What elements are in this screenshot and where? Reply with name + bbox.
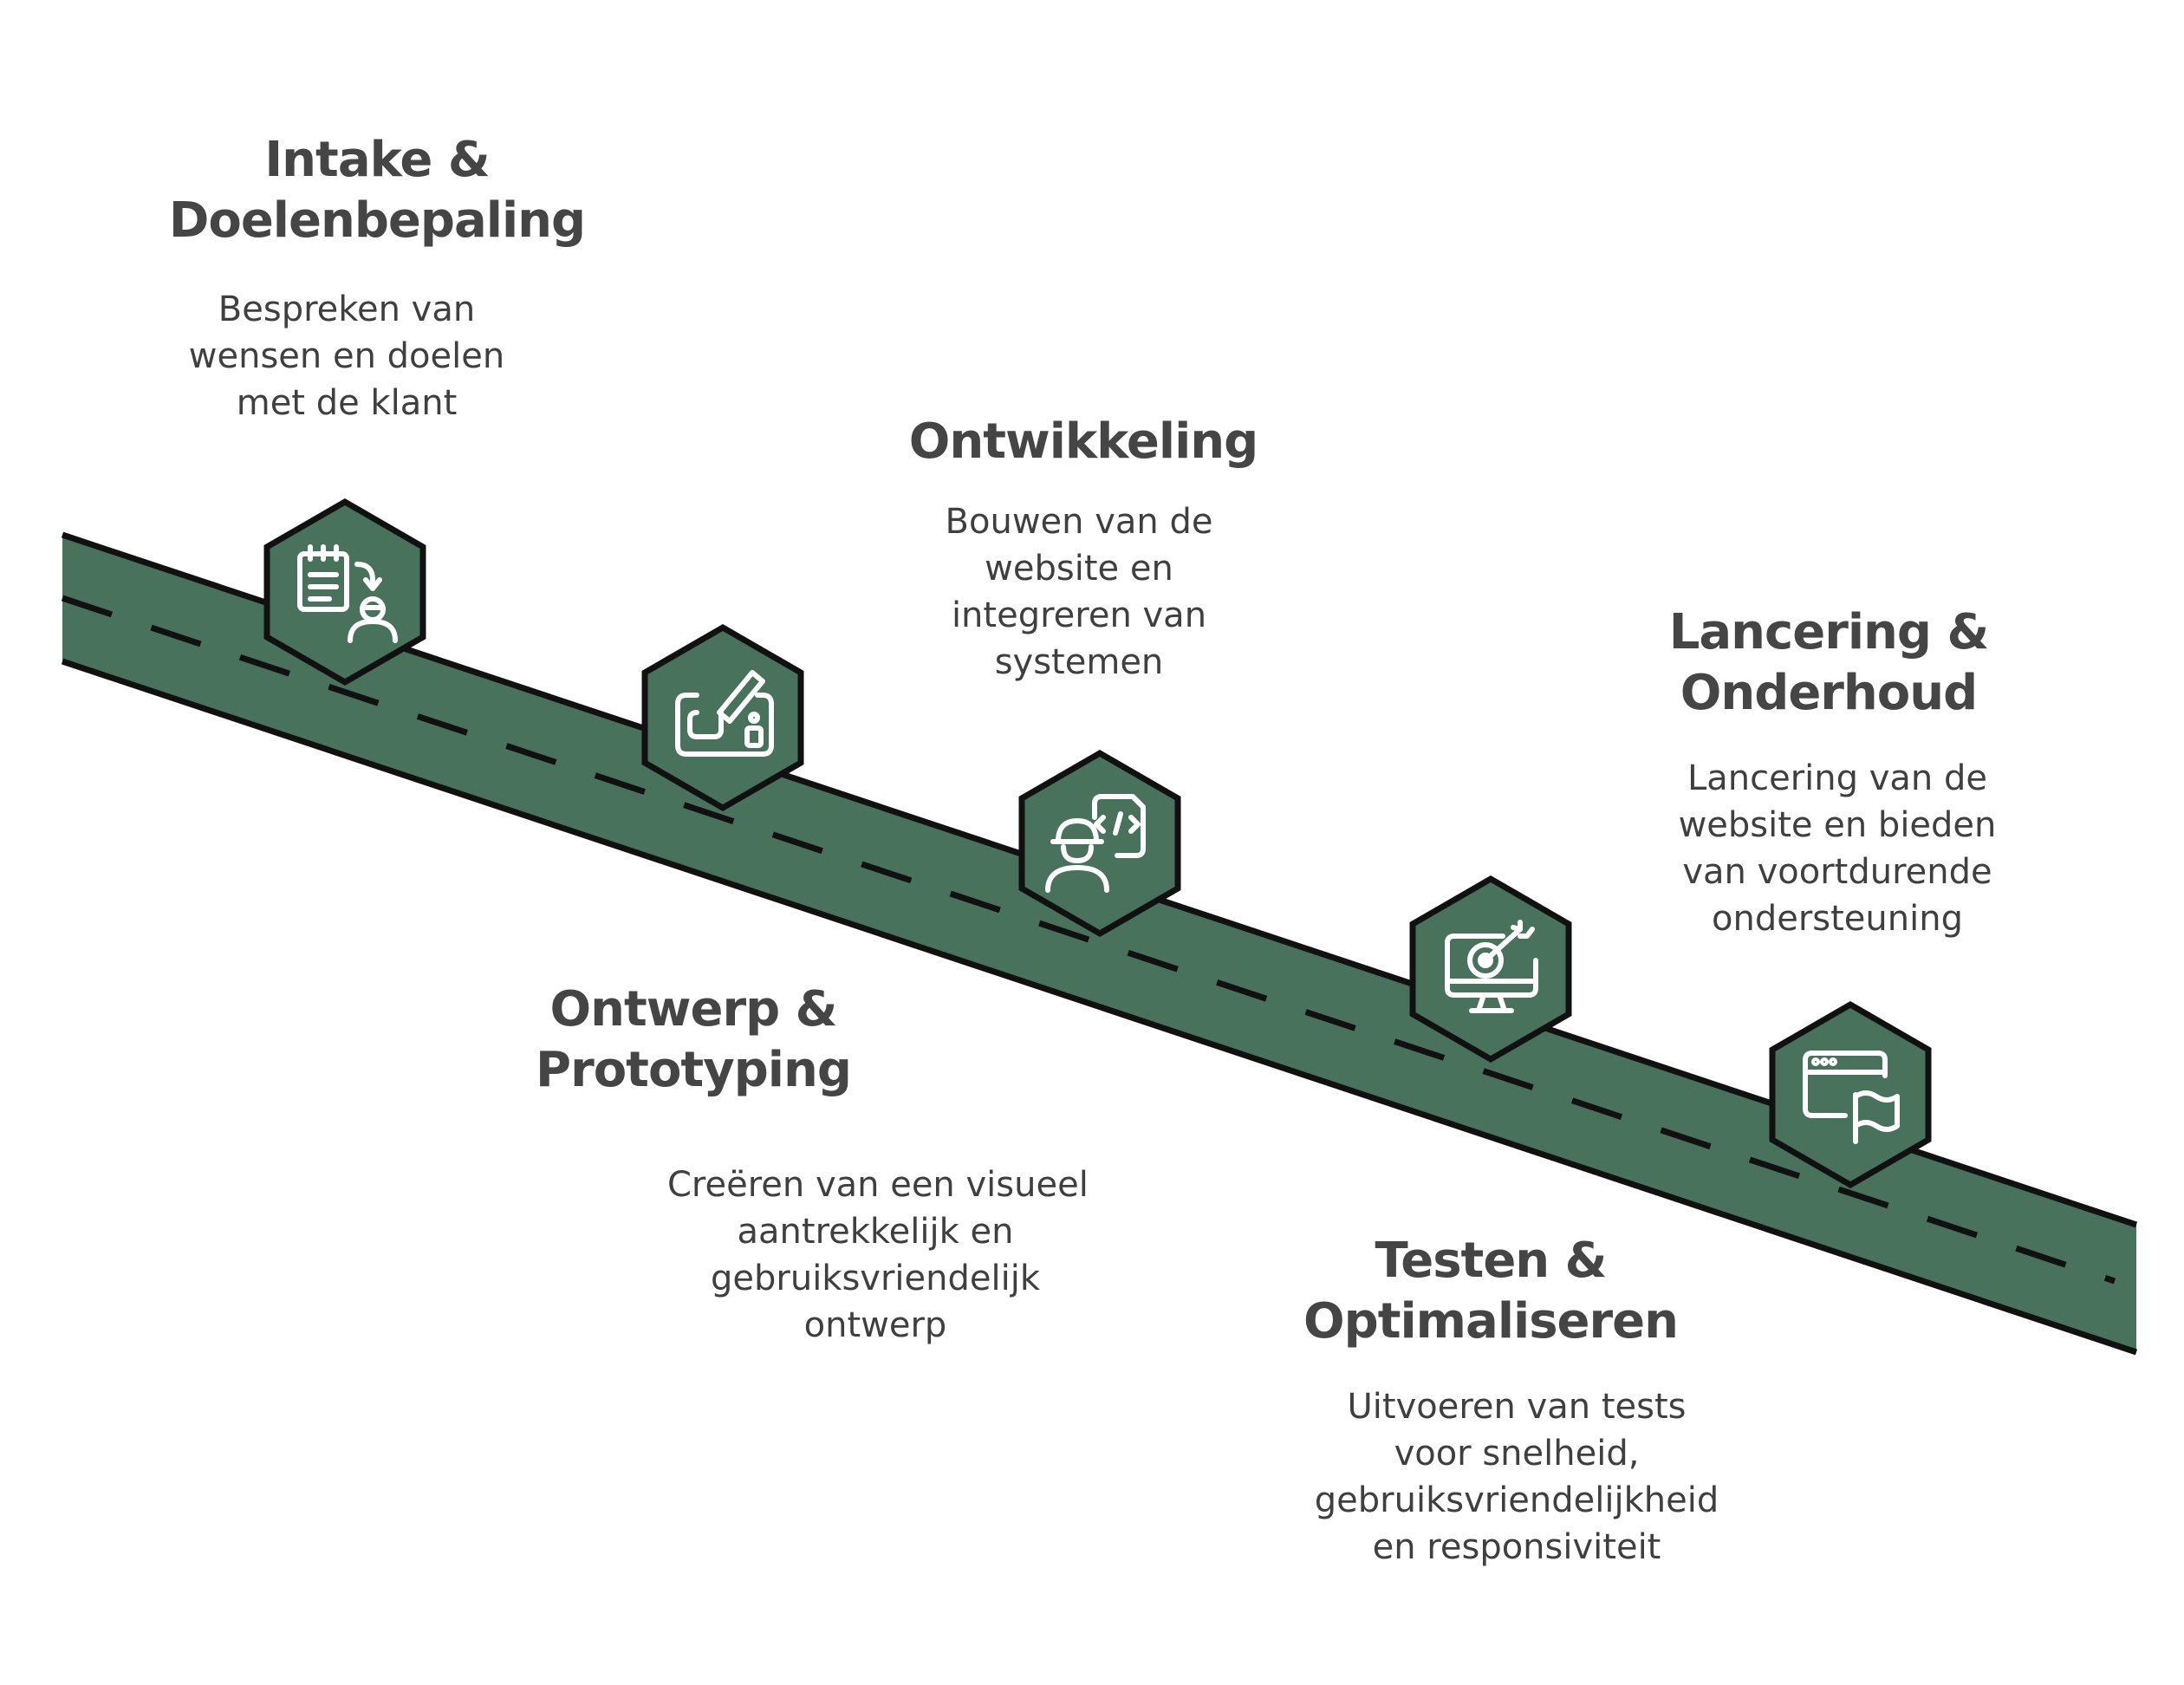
step-lancering: Lancering & Onderhoud Lancering van de w… xyxy=(1612,602,2045,942)
step-desc-line: Creëren van een visueel xyxy=(667,1165,1089,1205)
step-testen: Testen & Optimaliseren Uitvoeren van tes… xyxy=(1248,1231,1733,1571)
step-intake: Intake & Doelenbepaling Bespreken van we… xyxy=(121,130,633,426)
step-ontwikkeling: Ontwikkeling Bouwen van de website en in… xyxy=(867,412,1300,686)
step-3-marker xyxy=(1018,749,1181,938)
step-title: Testen & Optimaliseren xyxy=(1248,1231,1733,1352)
step-title-line: Doelenbepaling xyxy=(168,192,586,249)
step-desc-line: wensen en doelen xyxy=(188,336,505,376)
step-desc-line: website en bieden xyxy=(1678,805,1997,845)
step-desc-line: Lancering van de xyxy=(1687,758,1987,798)
monitor-target-icon xyxy=(1445,920,1538,1013)
step-desc-line: Bespreken van xyxy=(218,290,476,329)
step-desc-line: ondersteuning xyxy=(1712,899,1963,939)
hexagon xyxy=(1409,875,1572,1064)
road-center-dashes xyxy=(61,595,2116,1285)
step-title: Lancering & Onderhoud xyxy=(1612,602,2045,724)
step-title: Intake & Doelenbepaling xyxy=(121,130,633,251)
road-edge-bottom xyxy=(61,658,2138,1356)
step-desc-line: systemen xyxy=(994,642,1164,682)
step-title-line: Optimaliseren xyxy=(1303,1293,1679,1350)
step-title-line: Intake & xyxy=(264,132,490,188)
step-description: Bespreken van wensen en doelen met de kl… xyxy=(61,286,633,426)
step-desc-line: aantrekkelijk en xyxy=(737,1212,1014,1252)
step-description: Uitvoeren van tests voor snelheid, gebru… xyxy=(1300,1383,1733,1571)
step-1-marker xyxy=(263,498,426,686)
step-desc-line: gebruiksvriendelijk xyxy=(711,1259,1040,1298)
step-description: Lancering van de website en bieden van v… xyxy=(1629,755,2045,942)
step-title-line: Onderhoud xyxy=(1680,665,1978,721)
hexagon xyxy=(1769,1000,1932,1189)
step-description: Bouwen van de website en integreren van … xyxy=(858,498,1300,686)
browser-flag-icon xyxy=(1803,1051,1900,1144)
step-description: Creëren van een visueel aantrekkelijk en… xyxy=(667,1161,1089,1349)
road-band xyxy=(62,535,2136,1352)
step-2-marker xyxy=(641,623,804,812)
step-title-line: Ontwikkeling xyxy=(908,413,1258,470)
step-title-line: Testen & xyxy=(1375,1233,1607,1289)
step-desc-line: integreren van xyxy=(951,595,1207,635)
step-5-marker xyxy=(1769,1000,1932,1189)
clipboard-person-icon xyxy=(297,544,398,643)
step-desc-line: van voortdurende xyxy=(1682,852,1992,892)
step-desc-line: website en xyxy=(985,549,1173,589)
step-title: Ontwerp & Prototyping xyxy=(485,979,901,1101)
step-desc-line: voor snelheid, xyxy=(1394,1434,1640,1474)
step-desc-line: gebruiksvriendelijkheid xyxy=(1314,1480,1719,1520)
step-title-line: Prototyping xyxy=(536,1042,852,1098)
step-ontwerp: Ontwerp & Prototyping Creëren van een vi… xyxy=(485,979,1089,1349)
step-4-marker xyxy=(1409,875,1572,1064)
step-title-line: Ontwerp & xyxy=(549,981,838,1038)
design-pen-icon xyxy=(675,670,774,757)
step-desc-line: Bouwen van de xyxy=(945,502,1213,542)
step-desc-line: en responsiviteit xyxy=(1372,1527,1661,1567)
developer-code-icon xyxy=(1045,794,1146,893)
step-title-line: Lancering & xyxy=(1668,604,1990,660)
step-desc-line: ontwerp xyxy=(803,1305,947,1345)
step-title: Ontwikkeling xyxy=(867,412,1300,472)
step-desc-line: met de klant xyxy=(236,383,458,423)
step-desc-line: Uitvoeren van tests xyxy=(1347,1387,1687,1427)
